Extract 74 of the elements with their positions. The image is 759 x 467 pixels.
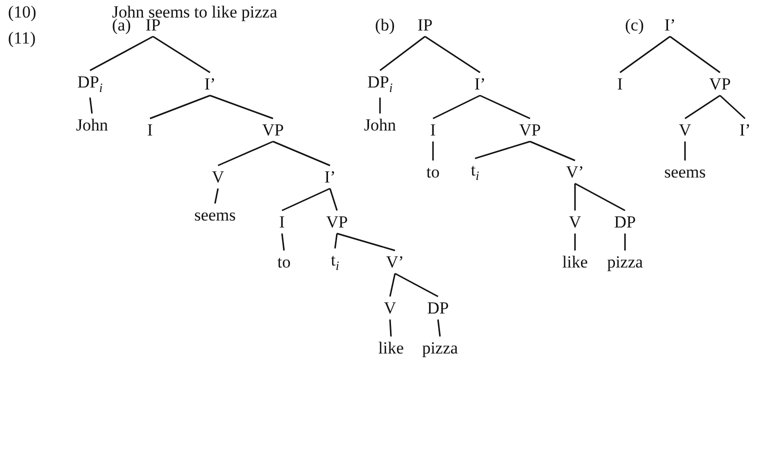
tree-node-label: VP (326, 214, 348, 230)
tree-node-label: I (617, 76, 623, 92)
tree-node-label: V (212, 168, 224, 186)
tree-node-label: VP (709, 76, 731, 92)
tree-node-label: pizza (607, 254, 643, 270)
tree-node-label: I’ (474, 76, 486, 92)
tree-branch (437, 319, 441, 337)
tree-branch (282, 188, 330, 212)
tree-branch (210, 94, 274, 120)
tree-node-label: pizza (422, 340, 458, 356)
tree-branch (152, 36, 210, 74)
tree-node-label: V (384, 300, 396, 316)
tree-branch (684, 94, 720, 120)
tree-node-label: VP (519, 122, 541, 138)
tree-node-label: John (364, 116, 396, 134)
tree-node-label: seems (664, 164, 706, 180)
tree-node-label: V (568, 214, 582, 230)
tree-node-label: I (279, 214, 285, 230)
tree-branch (574, 182, 626, 212)
tree-node-label: DP (614, 214, 636, 230)
tree-branch (480, 94, 530, 120)
tree-branch (89, 97, 93, 114)
tree-branch (336, 232, 396, 252)
tree-branch (720, 94, 746, 120)
tree-node-label: I’ (204, 76, 216, 92)
tree-node-label: like (378, 340, 404, 356)
tree-branch (684, 142, 686, 160)
tree-branch (432, 94, 480, 120)
tree-node-label: I’ (739, 122, 751, 138)
tree-branch (272, 140, 330, 166)
example-number: (b) (375, 16, 395, 34)
tree-node-label: DP$_{i}$ (77, 73, 103, 95)
example-number: (c) (625, 16, 644, 34)
tree-node-label: to (426, 164, 440, 180)
tree-branch (281, 233, 285, 251)
tree-branch (424, 36, 480, 74)
tree-node-label: DP (427, 300, 449, 316)
tree-branch (218, 140, 274, 166)
example-number: (11) (8, 30, 36, 46)
tree-branch (624, 234, 626, 250)
tree-branch (380, 36, 426, 72)
tree-branch (214, 188, 219, 204)
tree-node-label: DP$_{i}$ (367, 73, 393, 95)
tree-node-label: seems (194, 206, 236, 224)
tree-branch (379, 98, 381, 114)
example-number: (10) (8, 4, 36, 20)
tree-branch (394, 272, 438, 298)
tree-branch (432, 142, 434, 160)
tree-branch (150, 94, 210, 120)
tree-branch (90, 36, 154, 72)
tree-node-label: IP (417, 16, 433, 34)
tree-branch (574, 234, 576, 250)
tree-node-label: I’ (324, 168, 336, 186)
tree-node-label: V’ (566, 164, 584, 180)
tree-node-label: V (678, 122, 692, 138)
tree-branch (670, 36, 720, 74)
tree-node-label: I’ (664, 16, 676, 34)
tree-branch (574, 184, 576, 210)
tree-node-label: like (562, 254, 588, 270)
tree-node-label: t$_{i}$ (470, 161, 480, 183)
tree-node-label: John (76, 116, 108, 134)
tree-branch (530, 140, 576, 162)
tree-node-label: V’ (386, 254, 404, 270)
tree-branch (329, 188, 338, 211)
tree-branch (620, 36, 670, 74)
tree-node-label: I (430, 122, 436, 138)
tree-branch (389, 319, 392, 337)
tree-node-label: I (147, 122, 153, 138)
tree-node-label: to (277, 254, 291, 270)
tree-branch (389, 273, 396, 297)
tree-branch (474, 140, 530, 160)
tree-branch (334, 233, 338, 249)
tree-node-label: VP (262, 122, 284, 138)
tree-node-label: t$_{i}$ (330, 251, 340, 273)
